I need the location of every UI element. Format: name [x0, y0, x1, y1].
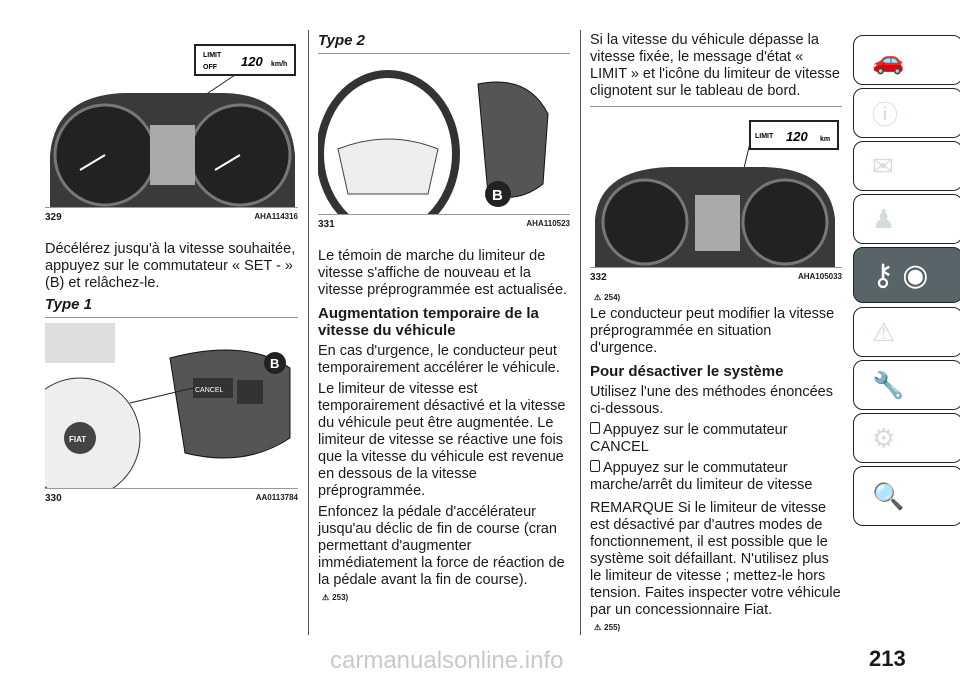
warning-icon: ⚠	[594, 293, 602, 302]
svg-text:B: B	[270, 356, 279, 371]
tab-maintenance[interactable]: 🔧	[853, 360, 960, 410]
svg-text:120: 120	[241, 54, 263, 69]
warning-reference: ⚠254)	[594, 293, 621, 302]
body-text: Si la vitesse du véhicule dépasse la vit…	[590, 32, 840, 99]
bullet-item: Appuyez sur le commutateur CANCEL	[590, 422, 788, 455]
column-divider	[580, 30, 581, 635]
body-text: Le conducteur peut modifier la vitesse p…	[590, 306, 835, 356]
car-info-icon: ⓘ	[872, 99, 899, 130]
key-steering-wheel-icon: ⚷ ◉	[872, 258, 929, 292]
figure-332-limit-display: LIMIT 120 km	[590, 106, 842, 268]
tab-car-search[interactable]: 🚗	[853, 35, 960, 85]
steering-wheel-illustration: B	[316, 70, 549, 238]
warning-icon: ⚠	[322, 593, 330, 602]
watermark: carmanualsonline.info	[330, 647, 564, 674]
list-gear-icon: ⚙	[872, 422, 896, 453]
figure-331-steering-wheel: B	[316, 53, 570, 238]
svg-text:CANCEL: CANCEL	[195, 387, 224, 394]
bullet-item: Appuyez sur le commutateur marche/arrêt …	[590, 460, 813, 493]
svg-text:LIMIT: LIMIT	[203, 52, 222, 59]
tab-index[interactable]: 🔍	[853, 466, 960, 526]
section-heading: Pour désactiver le système	[590, 363, 784, 380]
instrument-cluster-illustration: LIMIT OFF 120 km/h	[50, 44, 296, 207]
warning-reference: ⚠255)	[594, 623, 621, 632]
body-text: Utilisez l'une des méthodes énoncées ci-…	[590, 384, 833, 417]
body-text: En cas d'urgence, le conducteur peut tem…	[318, 343, 560, 376]
tab-emergency[interactable]: ⚠	[853, 307, 960, 357]
warning-reference: ⚠253)	[322, 593, 349, 602]
column-divider	[308, 30, 309, 635]
tab-lights-messages[interactable]: ✉	[853, 141, 960, 191]
figure-329-instrument-cluster: LIMIT OFF 120 km/h	[45, 35, 298, 208]
section-heading: Augmentation temporaire de la vitesse du…	[318, 305, 539, 339]
tab-car-info[interactable]: ⓘ	[853, 88, 960, 138]
instruction-text: Décélérez jusqu'à la vitesse souhaitée, …	[45, 241, 296, 291]
checkbox-bullet-icon	[590, 460, 600, 472]
steering-switch-illustration: FIAT CANCEL B	[19, 323, 291, 499]
column-3: Si la vitesse du véhicule dépasse la vit…	[590, 32, 842, 636]
body-text: Le limiteur de vitesse est temporairemen…	[318, 381, 566, 499]
tab-starting-driving[interactable]: ⚷ ◉	[853, 247, 960, 303]
svg-text:km/h: km/h	[271, 61, 287, 68]
airbag-seat-icon: ♟	[872, 203, 896, 234]
tab-safety[interactable]: ♟	[853, 194, 960, 244]
instrument-cluster-illustration: LIMIT 120 km	[595, 120, 839, 267]
svg-text:B: B	[492, 187, 503, 204]
figure-330-steering-switch: FIAT CANCEL B	[19, 317, 298, 499]
warning-icon: ⚠	[594, 623, 602, 632]
index-search-icon: 🔍	[872, 480, 905, 511]
tab-technical-data[interactable]: ⚙	[853, 413, 960, 463]
svg-text:FIAT: FIAT	[69, 435, 86, 444]
type-1-heading: Type 1	[45, 296, 92, 313]
lights-message-icon: ✉	[872, 150, 894, 181]
car-warning-triangle-icon: ⚠	[872, 316, 896, 347]
body-text: Enfoncez la pédale d'accélérateur jusqu'…	[318, 504, 565, 588]
svg-text:km: km	[820, 136, 830, 143]
page-number: 213	[869, 646, 906, 671]
svg-text:LIMIT: LIMIT	[755, 133, 774, 140]
svg-text:OFF: OFF	[203, 64, 218, 71]
note-text: REMARQUE Si le limiteur de vitesse est d…	[590, 500, 841, 618]
svg-text:120: 120	[786, 129, 808, 144]
body-text: Le témoin de marche du limiteur de vites…	[318, 248, 568, 298]
car-search-icon: 🚗	[872, 44, 905, 75]
type-2-heading: Type 2	[318, 32, 365, 49]
car-wrench-icon: 🔧	[872, 369, 905, 400]
checkbox-bullet-icon	[590, 422, 600, 434]
